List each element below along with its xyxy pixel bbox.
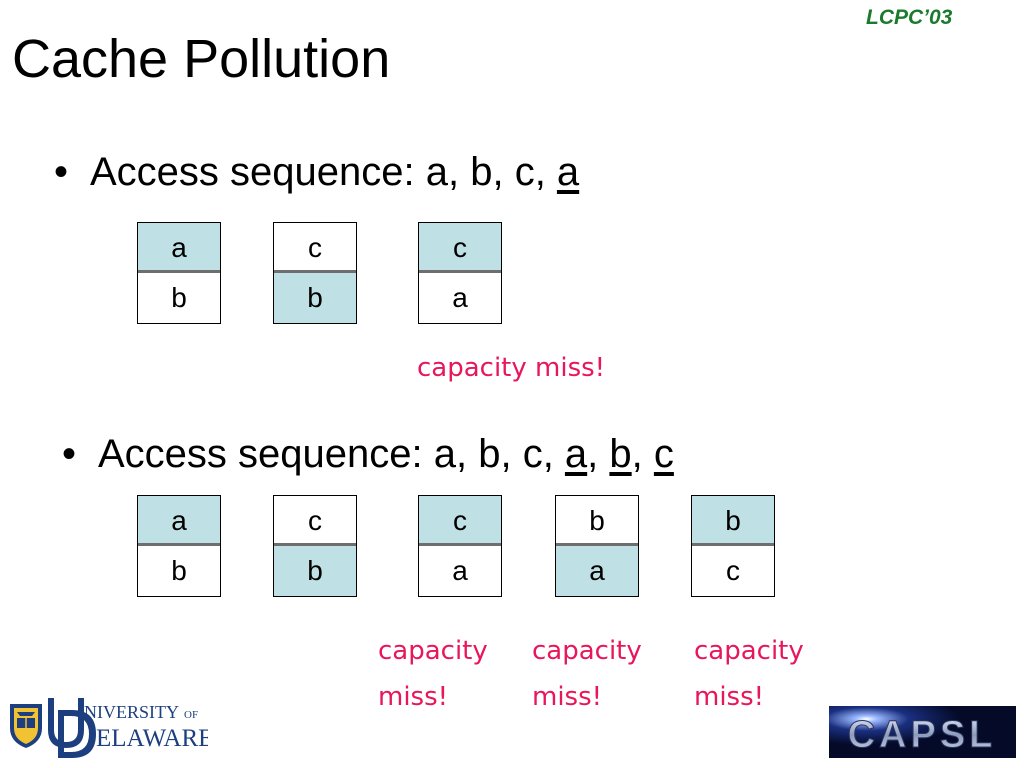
miss-label-line: miss! [694, 682, 765, 712]
sequence-repeat-access: a [556, 150, 580, 194]
capsl-logo: CAPSL [829, 706, 1016, 758]
cache-state-2-4: b a [555, 495, 639, 597]
cache-state-2-2: c b [273, 495, 357, 597]
miss-label-line: miss! [378, 682, 449, 712]
miss-label-1: capacity miss! [417, 353, 606, 383]
cache-slot-bottom: a [452, 555, 468, 586]
cache-state-1-1: a b [137, 222, 221, 324]
miss-label-line: miss! [532, 682, 603, 712]
sequence-separator: , [587, 432, 610, 476]
cache-slot-top: b [692, 496, 774, 546]
university-wordmark-top: NIVERSITY [84, 702, 179, 722]
cache-slot-bottom: b [274, 546, 356, 596]
bullet-access-sequence-2: • Access sequence: a, b, c, a, b, c [62, 432, 674, 476]
bullet-access-sequence-1: • Access sequence: a, b, c, a [54, 150, 579, 194]
cache-state-1-2: c b [273, 222, 357, 324]
cache-slot-top: a [138, 223, 220, 273]
cache-slot-top: c [274, 496, 356, 546]
conference-tag: LCPC’03 [866, 6, 953, 29]
cache-state-2-1: a b [137, 495, 221, 597]
bullet-dot: • [54, 150, 69, 194]
cache-slot-top: a [138, 496, 220, 546]
university-of-delaware-logo: NIVERSITY OF ELAWARE [10, 698, 208, 758]
sequence-repeat-access-b: b [609, 432, 632, 476]
university-wordmark-bottom: ELAWARE [96, 725, 208, 752]
miss-label-line: capacity [532, 636, 642, 666]
cache-slot-bottom: b [171, 555, 187, 586]
sequence-repeat-access-c: c [653, 432, 674, 476]
cache-slot-top: c [274, 223, 356, 273]
sequence-repeat-access-a: a [564, 432, 588, 476]
cache-slot-top: b [556, 496, 638, 546]
cache-slot-bottom: b [274, 273, 356, 323]
miss-label-line: capacity [694, 636, 804, 666]
sequence-separator: , [631, 432, 654, 476]
cache-slot-bottom: a [556, 546, 638, 596]
bullet-dot: • [62, 432, 77, 476]
capsl-wordmark: CAPSL [848, 714, 997, 756]
cache-state-2-3: c a [418, 495, 502, 597]
miss-label-2-1: capacity miss! [378, 628, 488, 720]
cache-slot-top: c [419, 223, 501, 273]
cache-slot-bottom: a [452, 282, 468, 313]
miss-label-2-3: capacity miss! [694, 628, 804, 720]
cache-state-2-5: b c [691, 495, 775, 597]
miss-label-line: capacity [378, 636, 488, 666]
miss-label-2-2: capacity miss! [532, 628, 642, 720]
sequence-text: Access sequence: a, b, c, [98, 432, 565, 476]
university-wordmark-of: OF [184, 709, 198, 721]
cache-state-1-3: c a [418, 222, 502, 324]
shield-icon [10, 704, 42, 748]
sequence-text: Access sequence: a, b, c, [90, 150, 557, 194]
slide-title: Cache Pollution [12, 29, 391, 89]
cache-slot-bottom: c [726, 555, 740, 586]
cache-slot-top: c [419, 496, 501, 546]
cache-slot-bottom: b [171, 282, 187, 313]
